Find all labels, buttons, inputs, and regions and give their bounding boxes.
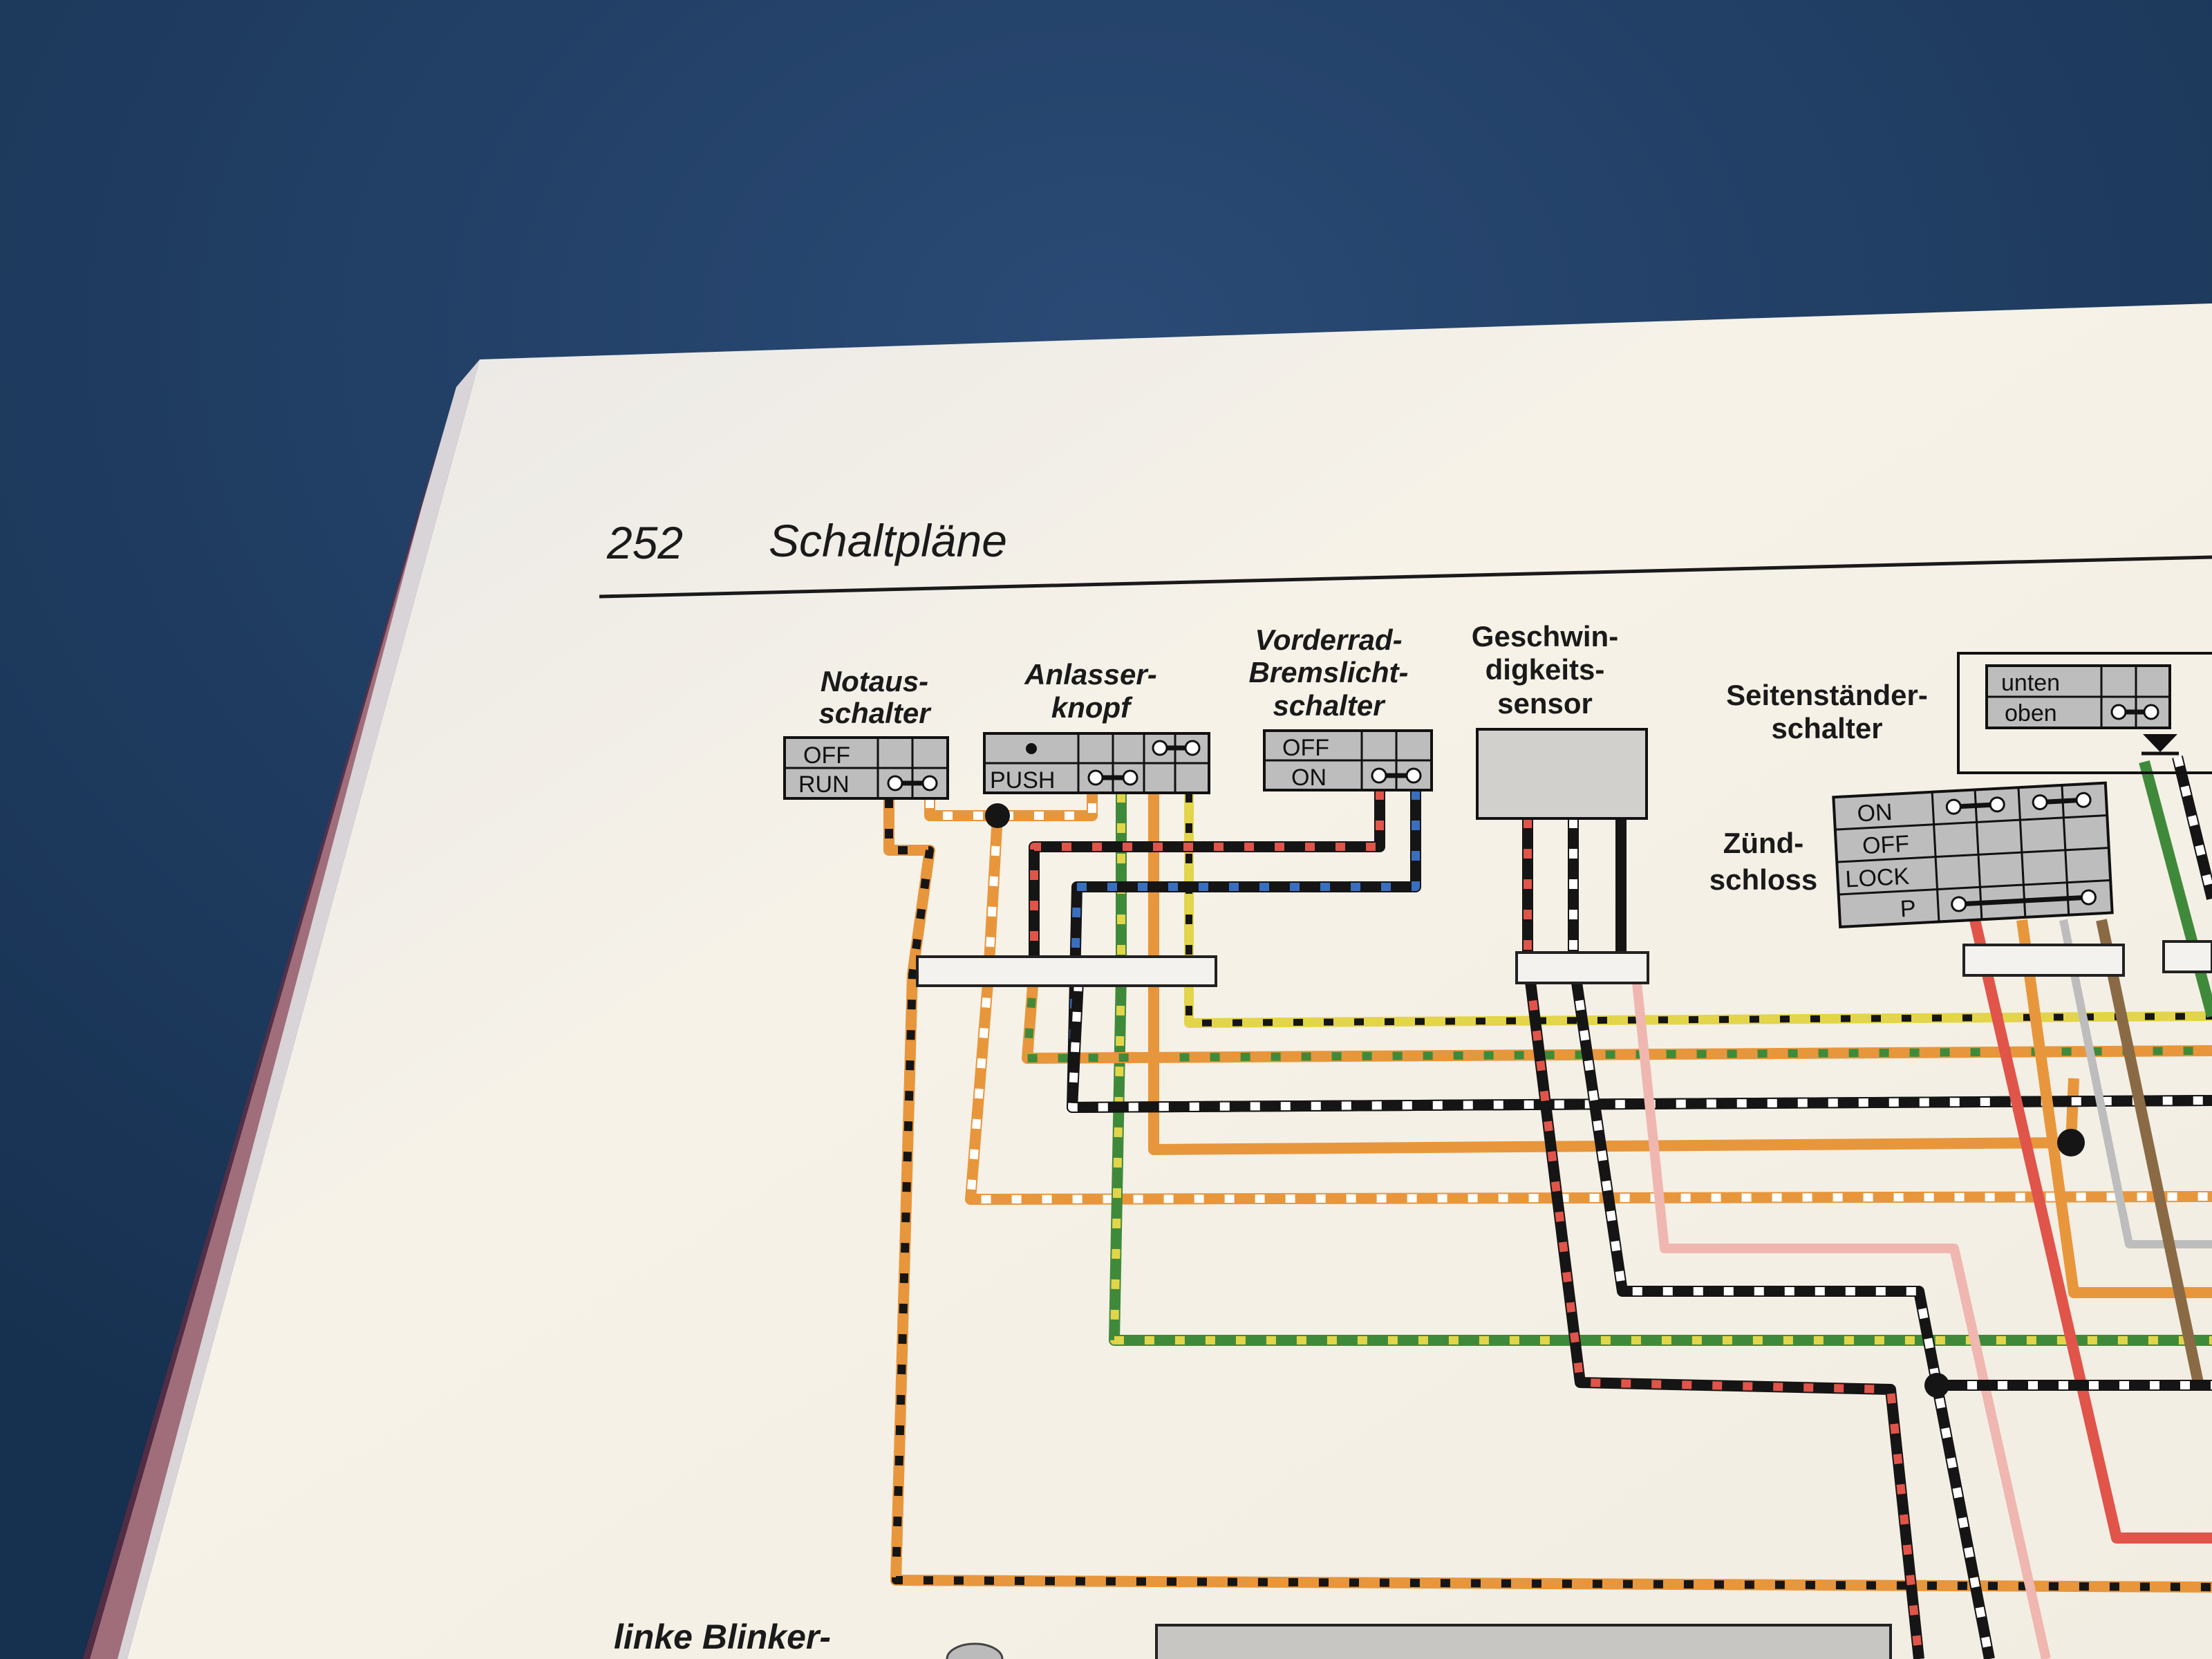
notaus-switch-table: OFF RUN	[783, 736, 949, 800]
speed-sensor-box	[1476, 728, 1648, 820]
wire-brown	[2096, 919, 2204, 1384]
vorderrad-label-3: schalter	[1273, 689, 1386, 722]
wire-black-white-main-stripe	[1068, 981, 2212, 1112]
wire-ign-gray	[2059, 919, 2212, 1248]
wire-green-yellow-stripe	[1110, 793, 2212, 1344]
diode-icon	[2143, 734, 2177, 752]
contact-icon	[887, 775, 903, 791]
notaus-label-2: schalter	[818, 697, 932, 729]
zuendschloss-row-p: P	[1900, 895, 1917, 922]
contact-icon	[2080, 889, 2097, 906]
page-number: 252	[606, 517, 683, 568]
connector-sensor	[1515, 951, 1649, 984]
wire-black-red-stripe	[1030, 790, 1384, 968]
header-rule	[599, 555, 2212, 599]
contact-icon	[2110, 704, 2127, 720]
bottom-component-box	[1155, 1624, 1892, 1659]
notaus-row-run: RUN	[798, 771, 850, 798]
sensor-label-3: sensor	[1497, 687, 1593, 720]
zuendschloss-row-lock: LOCK	[1845, 863, 1911, 893]
vorderrad-row-on: ON	[1291, 765, 1327, 791]
notaus-row-off: OFF	[803, 742, 850, 769]
zuendschloss-label-1: Zünd-	[1723, 827, 1804, 859]
wire-orange-green	[1022, 967, 2212, 1064]
seitenstaender-switch: unten oben	[1957, 652, 2212, 774]
anlasser-label-2: knopf	[1051, 691, 1133, 724]
contact-icon	[2075, 791, 2092, 808]
zuendschloss-label-2: schloss	[1709, 863, 1817, 896]
zuendschloss-row-on: ON	[1857, 799, 1893, 827]
page-title: Schaltpläne	[769, 515, 1007, 566]
anlasser-label-1: Anlasser-	[1024, 658, 1156, 691]
contact-icon	[1122, 769, 1138, 786]
junction-dot	[985, 803, 1010, 828]
vorderrad-label-2: Bremslicht-	[1248, 656, 1408, 688]
zuendschloss-switch-table: ON OFF LOCK P	[1832, 781, 2114, 929]
wire-green	[2139, 760, 2212, 1018]
sensor-label-2: digkeits-	[1485, 653, 1605, 686]
wire-sensor-black-red-stripe	[1524, 818, 1923, 1659]
blinker-lamp-icon	[946, 1642, 1004, 1659]
contact-icon	[921, 775, 938, 791]
connector-left	[916, 955, 1217, 987]
seitenstaender-label-2: schalter	[1771, 712, 1882, 744]
wire-black-white-right	[2172, 756, 2212, 900]
contact-icon	[1951, 896, 1967, 912]
contact-icon	[2143, 704, 2159, 720]
wire-sensor-black-white-stripe	[1569, 818, 1994, 1659]
connector-right	[2162, 940, 2212, 973]
vorderrad-label-1: Vorderrad-	[1255, 624, 1402, 656]
wiring-harness	[883, 756, 2212, 1659]
contact-icon	[1405, 767, 1422, 784]
contact-icon	[1371, 767, 1387, 784]
wire-orange-black-stripe	[885, 798, 2212, 1591]
vorderrad-row-off: OFF	[1282, 735, 1329, 761]
contact-icon	[1152, 740, 1168, 756]
contact-icon	[2032, 794, 2048, 811]
seitenstaender-label-1: Seitenständer-	[1726, 679, 1928, 711]
anlasser-switch-table: PUSH	[983, 732, 1210, 794]
wire-orange-white-stripe	[966, 815, 2212, 1203]
push-dot-icon	[1026, 743, 1037, 754]
contact-icon	[1945, 798, 1962, 815]
anlasser-row-push: PUSH	[990, 767, 1055, 794]
connector-ignition	[1962, 944, 2125, 977]
wire-pink	[1632, 982, 2051, 1659]
seitenstaender-row-oben: oben	[2005, 700, 2057, 727]
junction-dot	[1924, 1373, 1949, 1398]
contact-icon	[1184, 740, 1201, 756]
wire-red	[1969, 919, 2212, 1544]
blinker-label: linke Blinker-	[614, 1618, 831, 1656]
wire-ign-orange	[2016, 919, 2212, 1298]
sensor-label-1: Geschwin-	[1472, 620, 1618, 653]
junction-dot	[2057, 1129, 2085, 1156]
seitenstaender-row-unten: unten	[2001, 670, 2060, 696]
zuendschloss-row-off: OFF	[1862, 831, 1910, 860]
wire-yellow-black	[1184, 793, 2212, 1028]
notaus-label-1: Notaus-	[821, 665, 928, 697]
contact-icon	[1989, 796, 2005, 813]
vorderrad-switch-table: OFF ON	[1263, 729, 1433, 791]
contact-icon	[1087, 769, 1104, 786]
wire-orange-white-start-stripe	[926, 793, 1096, 820]
